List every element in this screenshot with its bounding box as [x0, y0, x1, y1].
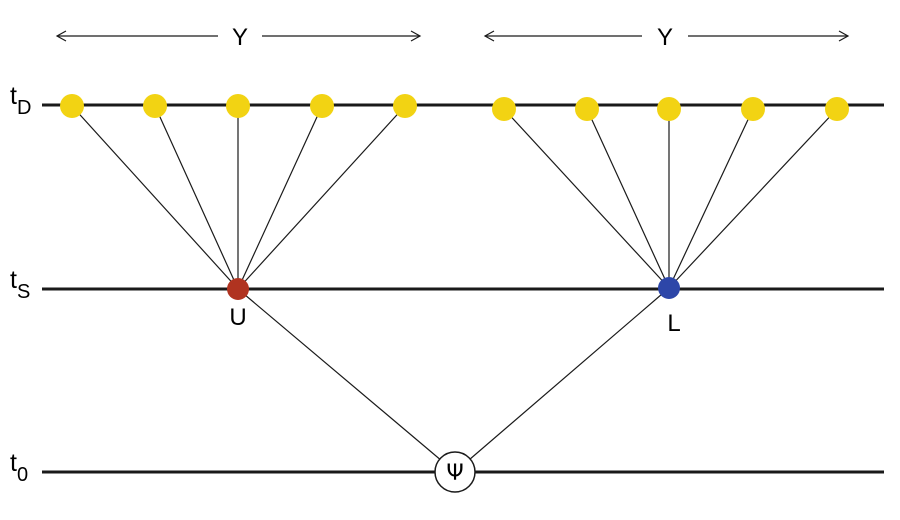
leaf-node	[825, 97, 849, 121]
edge-l-leaf	[586, 108, 670, 289]
span-arrow-right: Y	[483, 24, 850, 51]
edge-u-leaf	[237, 105, 406, 290]
parent-node-l	[658, 277, 680, 299]
edges-left-group	[71, 105, 406, 290]
leaves-right	[492, 97, 849, 121]
edge-l-leaf	[668, 108, 838, 289]
parent-label-l: L	[667, 310, 680, 337]
span-label-right: Y	[657, 24, 673, 51]
leaf-node	[143, 94, 167, 118]
leaf-node	[310, 94, 334, 118]
parent-node-u	[227, 278, 249, 300]
edge-u-leaf	[237, 105, 323, 290]
leaf-node	[575, 97, 599, 121]
root-label: Ψ	[446, 461, 463, 486]
leaf-node	[492, 97, 516, 121]
edge-root-u	[237, 288, 456, 473]
edge-l-leaf	[503, 108, 670, 289]
leaf-node	[393, 94, 417, 118]
leaf-node	[226, 94, 250, 118]
leaf-node	[741, 97, 765, 121]
time-label-tD: tD	[10, 82, 31, 119]
time-label-tS: tS	[10, 266, 30, 303]
edge-l-leaf	[668, 108, 754, 289]
leaf-node	[657, 97, 681, 121]
edges-right-group	[503, 108, 838, 289]
span-arrow-left: Y	[55, 24, 422, 51]
span-label-left: Y	[232, 24, 248, 51]
edge-u-leaf	[154, 105, 239, 290]
edge-root-l	[454, 287, 670, 473]
leaf-node	[60, 94, 84, 118]
time-label-t0: t0	[10, 449, 28, 486]
edge-u-leaf	[71, 105, 239, 290]
root-node	[434, 451, 476, 493]
parent-label-u: U	[229, 304, 246, 331]
leaves-left	[60, 94, 417, 118]
